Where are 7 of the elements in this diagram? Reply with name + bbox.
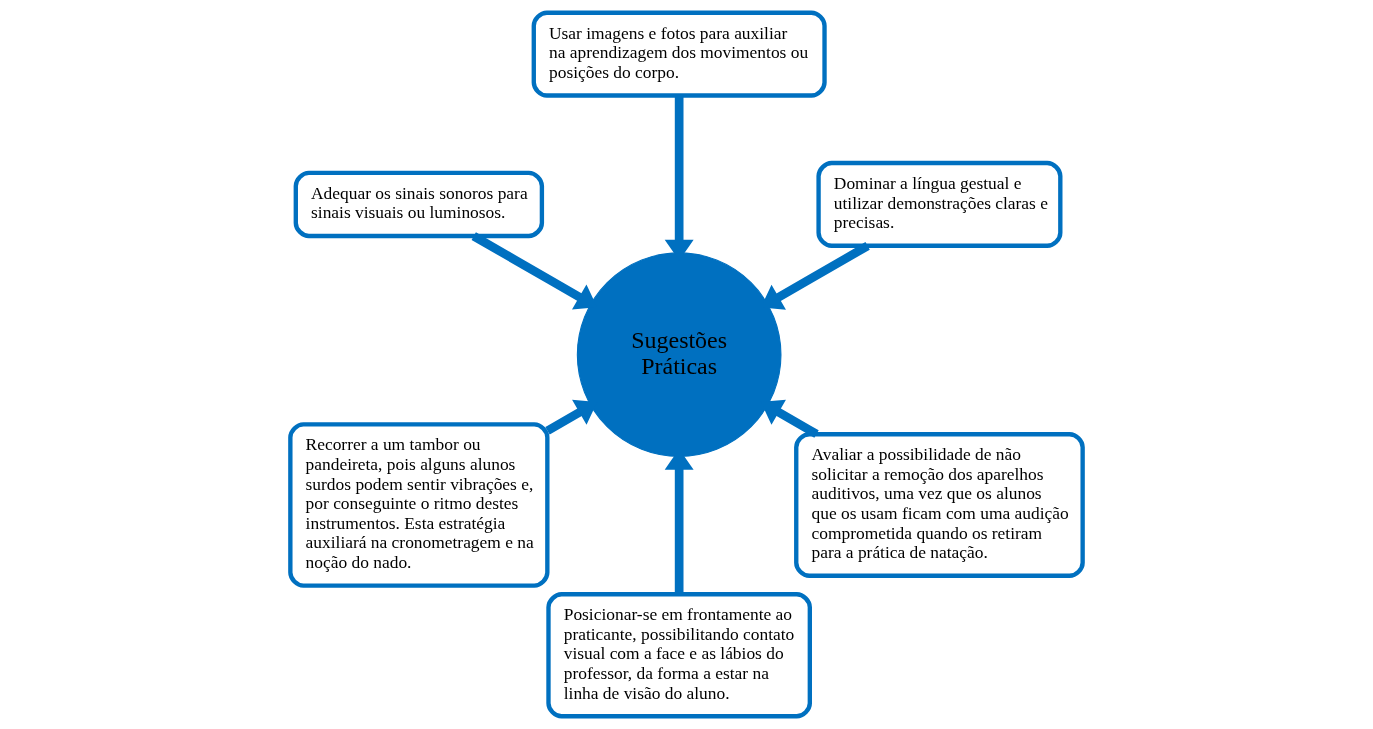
node-box: Dominar a língua gestual e utilizar demonstrações claras e precisas.	[816, 160, 1063, 248]
node-box: Posicionar-se em frontamente ao praticante, possibilitando contato visual com a face e as lábios do professor, da forma a estar na linha de visão do aluno.	[546, 592, 812, 719]
node-circle: Sugestões Práticas	[576, 252, 782, 458]
node-box: Adequar os sinais sonoros para sinais visuais ou luminosos.	[293, 170, 545, 239]
node-box: Recorrer a um tambor ou pandeireta, pois alguns alunos surdos podem sentir vibrações e, por conseguinte o ritmo destes instrumentos. Esta estratégia auxiliará na cronometragem e na noção do nado.	[288, 422, 550, 588]
node-box: Usar imagens e fotos para auxiliar na aprendizagem dos movimentos ou posições do corpo.	[531, 10, 827, 98]
node-box: Avaliar a possibilidade de não solicitar a remoção dos aparelhos auditivos, uma vez que os alunos que os usam ficam com uma audição comprometida quando os retiram para a prática de natação.	[794, 432, 1085, 578]
